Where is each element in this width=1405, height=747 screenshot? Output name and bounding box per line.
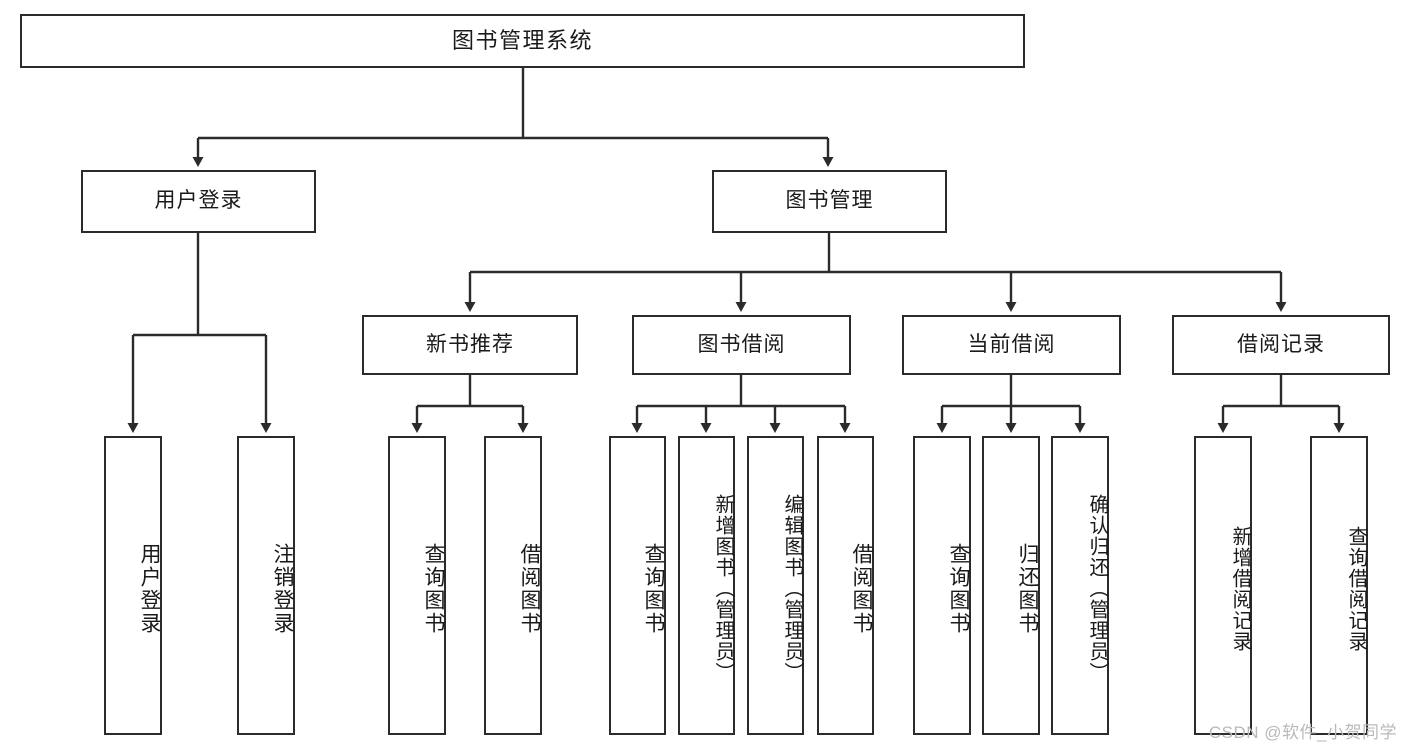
leaf-query-book-borrow[interactable]: 查询图书 bbox=[609, 436, 666, 735]
node-current-borrow[interactable]: 当前借阅 bbox=[902, 315, 1121, 375]
node-borrow-record[interactable]: 借阅记录 bbox=[1172, 315, 1390, 375]
node-user-login[interactable]: 用户登录 bbox=[81, 170, 316, 233]
leaf-return-book[interactable]: 归还图书 bbox=[982, 436, 1040, 735]
leaf-borrow-book-recommendation[interactable]: 借阅图书 bbox=[484, 436, 542, 735]
leaf-logout[interactable]: 注销登录 bbox=[237, 436, 295, 735]
leaf-add-borrow-record[interactable]: 新增借阅记录 bbox=[1194, 436, 1252, 735]
node-book-borrow[interactable]: 图书借阅 bbox=[632, 315, 851, 375]
leaf-query-borrow-record[interactable]: 查询借阅记录 bbox=[1310, 436, 1368, 735]
watermark-text: CSDN @软件_小贺同学 bbox=[1208, 723, 1397, 742]
leaf-query-book-recommendation[interactable]: 查询图书 bbox=[388, 436, 446, 735]
leaf-edit-book-admin[interactable]: 编辑图书（管理员） bbox=[747, 436, 804, 735]
leaf-borrow-book[interactable]: 借阅图书 bbox=[817, 436, 874, 735]
node-root[interactable]: 图书管理系统 bbox=[20, 14, 1025, 68]
node-new-book-recommendation[interactable]: 新书推荐 bbox=[362, 315, 578, 375]
node-book-management[interactable]: 图书管理 bbox=[712, 170, 947, 233]
leaf-confirm-return-admin[interactable]: 确认归还（管理员） bbox=[1051, 436, 1109, 735]
leaf-query-book-current[interactable]: 查询图书 bbox=[913, 436, 971, 735]
leaf-add-book-admin[interactable]: 新增图书（管理员） bbox=[678, 436, 735, 735]
leaf-user-login[interactable]: 用户登录 bbox=[104, 436, 162, 735]
